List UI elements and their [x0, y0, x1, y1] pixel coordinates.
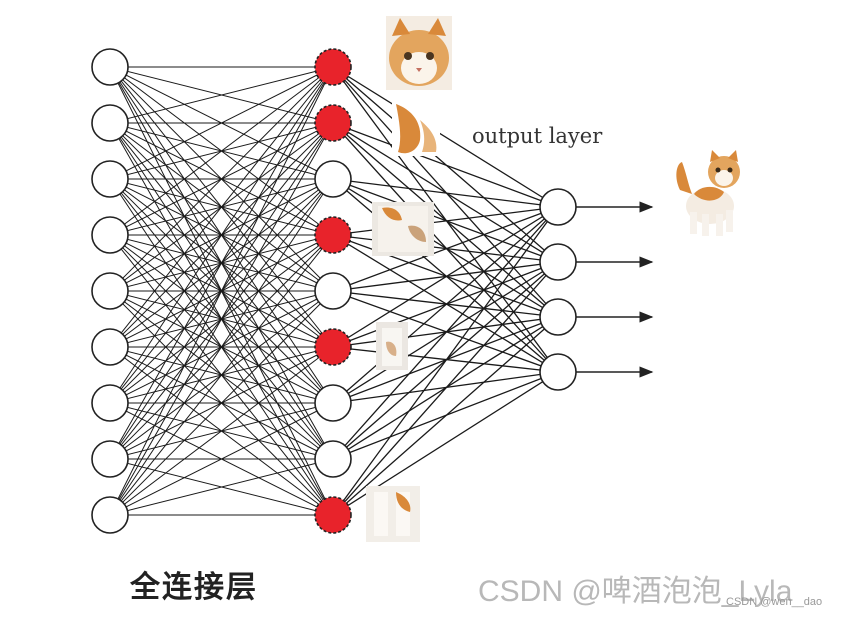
edge-input-hidden	[109, 402, 334, 516]
hidden-node-active	[314, 104, 352, 142]
output-arrows	[576, 201, 654, 378]
network-nodes	[91, 48, 577, 534]
input-node	[91, 496, 129, 534]
connection-lines	[109, 66, 559, 516]
cat-ear-patch-icon	[392, 100, 440, 156]
cat-paw-patch-icon	[366, 486, 420, 542]
output-node	[539, 298, 577, 336]
diagram-caption: 全连接层	[130, 570, 258, 605]
edge-hidden-output	[332, 206, 559, 292]
hidden-node	[314, 160, 352, 198]
edge-hidden-output	[332, 206, 559, 516]
input-node	[91, 48, 129, 86]
hidden-node-active	[314, 48, 352, 86]
hidden-node-active	[314, 216, 352, 254]
edge-input-hidden	[109, 178, 334, 516]
output-node	[539, 188, 577, 226]
edge-input-hidden	[109, 66, 334, 124]
edge-hidden-output	[332, 206, 559, 236]
input-node	[91, 440, 129, 478]
edge-input-hidden	[109, 122, 334, 516]
cat-face-image-icon	[386, 16, 452, 90]
cat-feature-patches	[366, 16, 452, 542]
edge-input-hidden	[109, 66, 334, 292]
edge-input-hidden	[109, 458, 334, 516]
output-layer-label: output layer	[472, 124, 603, 148]
input-node	[91, 272, 129, 310]
edge-input-hidden	[109, 66, 334, 460]
cat-leg-patch-icon	[376, 322, 408, 370]
output-node	[539, 353, 577, 391]
edge-hidden-output	[332, 122, 559, 208]
watermark: CSDN @啤酒泡泡_Lyla	[478, 575, 793, 608]
hidden-node-active	[314, 328, 352, 366]
input-node	[91, 160, 129, 198]
edge-input-hidden	[109, 290, 334, 516]
output-node	[539, 243, 577, 281]
hidden-node-active	[314, 496, 352, 534]
edge-hidden-output	[332, 206, 559, 404]
edge-hidden-output	[332, 316, 559, 516]
edge-input-hidden	[109, 66, 334, 348]
edge-input-hidden	[109, 66, 334, 516]
hidden-node	[314, 440, 352, 478]
hidden-node	[314, 272, 352, 310]
edge-input-hidden	[109, 66, 334, 180]
edge-hidden-output	[332, 261, 559, 516]
input-node	[91, 384, 129, 422]
edge-hidden-output	[332, 66, 559, 208]
edge-hidden-output	[332, 178, 559, 208]
edge-input-hidden	[109, 66, 334, 236]
edge-hidden-output	[332, 206, 559, 348]
cat-body-patch-icon	[372, 202, 434, 256]
edge-input-hidden	[109, 346, 334, 516]
watermark-small: CSDN @wen__dao	[726, 596, 823, 608]
edge-input-hidden	[109, 234, 334, 516]
cat-image-icon	[676, 150, 740, 236]
input-node	[91, 328, 129, 366]
input-node	[91, 216, 129, 254]
hidden-node	[314, 384, 352, 422]
input-node	[91, 104, 129, 142]
edge-hidden-output	[332, 206, 559, 460]
edge-input-hidden	[109, 66, 334, 404]
